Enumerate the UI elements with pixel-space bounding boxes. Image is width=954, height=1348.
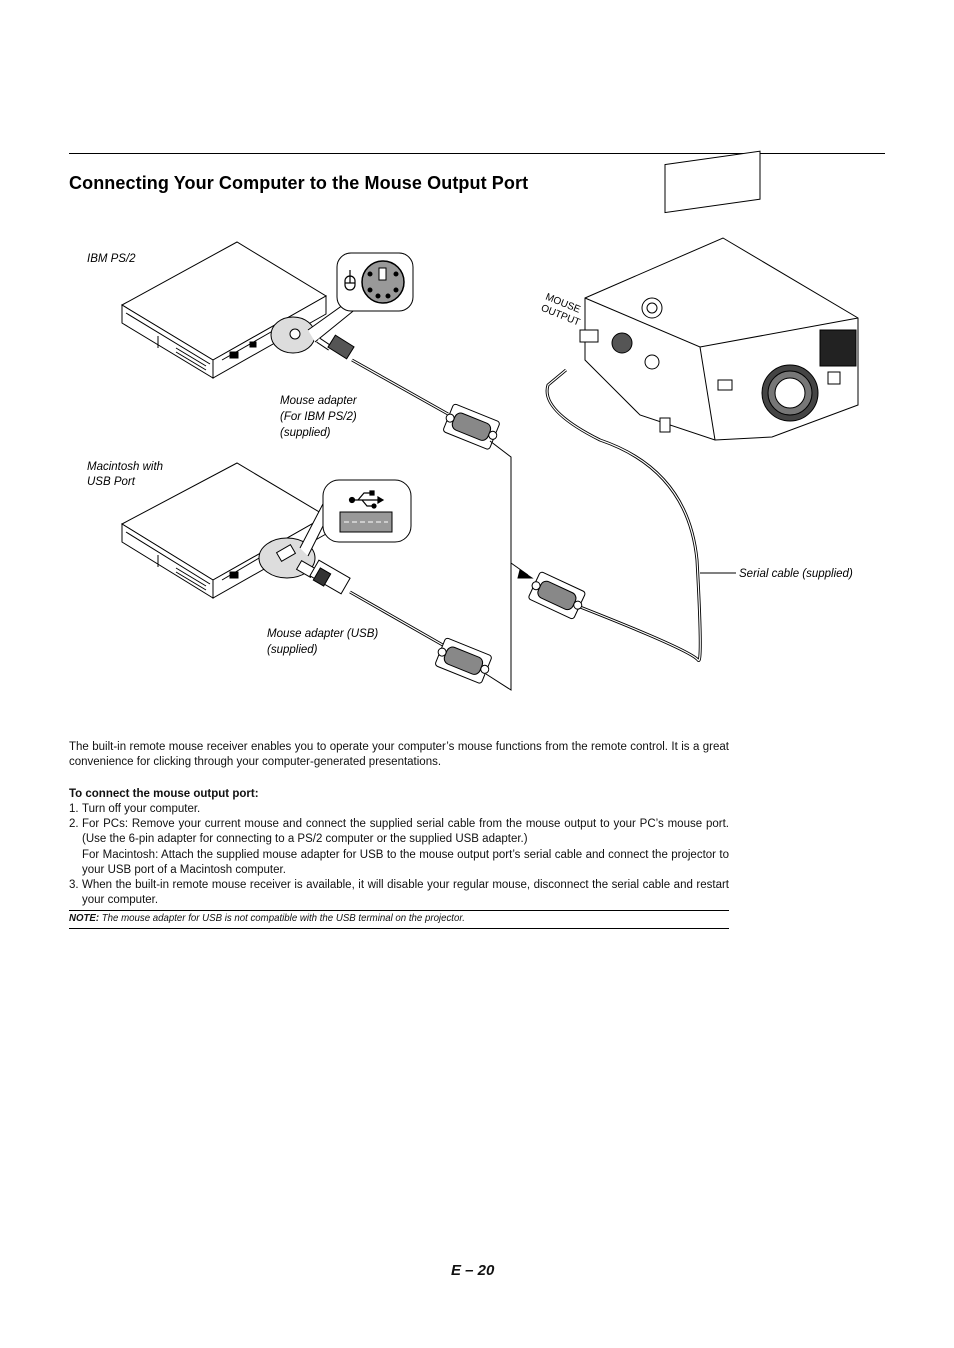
- page-number: E – 20: [451, 1262, 495, 1279]
- note-label: NOTE:: [69, 912, 100, 924]
- label-serial-cable: Serial cable (supplied): [739, 568, 853, 580]
- usb-icon: [348, 490, 385, 509]
- step-extra-text: For Macintosh: Attach the supplied mouse…: [82, 848, 729, 876]
- ibm-laptop-illustration: [120, 241, 327, 379]
- step-text: When the built-in remote mouse receiver …: [82, 879, 729, 907]
- list-item: 3. When the built-in remote mouse receiv…: [69, 878, 729, 908]
- mouse-icon: [344, 270, 356, 291]
- note-text: The mouse adapter for USB is not compati…: [99, 912, 465, 924]
- ps2-adapter-cable: [316, 334, 500, 450]
- step-number: 1.: [69, 803, 79, 815]
- label-usb-adapter-1: Mouse adapter (USB): [267, 628, 378, 640]
- note: NOTE: The mouse adapter for USB is not c…: [69, 912, 465, 924]
- mouse-output-line2: OUTPUT: [539, 303, 581, 329]
- label-ibm-ps2: IBM PS/2: [87, 253, 136, 265]
- step-number: 3.: [69, 879, 79, 892]
- step-text: Turn off your computer.: [82, 803, 201, 815]
- mouse-output-line1: MOUSE: [544, 292, 582, 316]
- ps2-port-callout: [270, 252, 414, 354]
- top-rule: [69, 153, 885, 154]
- list-item: 1. Turn off your computer.: [69, 802, 729, 817]
- label-ps2-adapter-1: Mouse adapter: [280, 395, 358, 407]
- list-item: 2. For PCs: Remove your current mouse an…: [69, 817, 729, 878]
- adapter-bracket: [485, 440, 534, 691]
- intro-paragraph: The built-in remote mouse receiver enabl…: [69, 741, 729, 769]
- mac-laptop-illustration: [120, 462, 327, 599]
- mouse-output-label: MOUSE OUTPUT: [539, 292, 582, 329]
- projector-illustration: [579, 150, 859, 441]
- label-mac-1: Macintosh with: [87, 461, 163, 473]
- serial-cable: [528, 368, 736, 662]
- usb-port-callout: [258, 479, 412, 579]
- steps-list: 1. Turn off your computer. 2. For PCs: R…: [69, 802, 729, 908]
- label-ps2-adapter-2: (For IBM PS/2): [280, 411, 357, 423]
- usb-adapter-cable: [295, 559, 492, 684]
- label-mac-2: USB Port: [87, 476, 136, 488]
- label-usb-adapter-2: (supplied): [267, 644, 318, 656]
- step-text: For PCs: Remove your current mouse and c…: [82, 818, 729, 846]
- section-title: Connecting Your Computer to the Mouse Ou…: [69, 173, 529, 193]
- steps-title: To connect the mouse output port:: [69, 788, 259, 800]
- note-rule-bottom: [69, 928, 729, 929]
- label-ps2-adapter-3: (supplied): [280, 427, 331, 439]
- note-rule-top: [69, 910, 729, 911]
- step-number: 2.: [69, 818, 79, 831]
